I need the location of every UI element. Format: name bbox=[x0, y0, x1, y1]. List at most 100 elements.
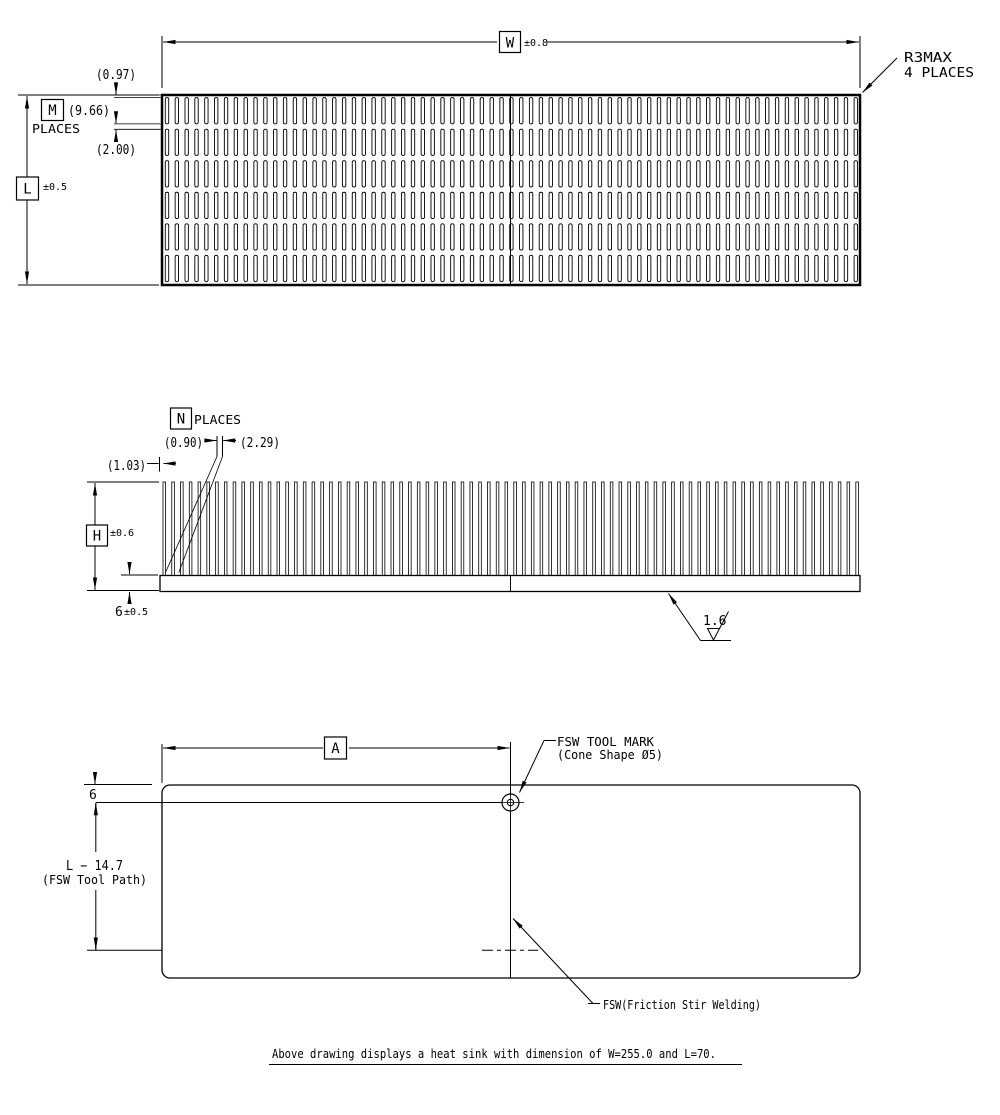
slot bbox=[233, 160, 239, 188]
l-label-box bbox=[15, 176, 40, 201]
fin bbox=[162, 481, 166, 576]
fin bbox=[171, 481, 175, 576]
slot bbox=[184, 254, 189, 283]
slot bbox=[381, 223, 386, 251]
slot bbox=[292, 254, 298, 283]
slot bbox=[312, 128, 317, 156]
slot bbox=[843, 128, 849, 156]
slot bbox=[706, 254, 711, 283]
slot bbox=[597, 191, 603, 219]
slot bbox=[273, 97, 278, 125]
slot bbox=[223, 223, 229, 251]
slot bbox=[401, 191, 406, 219]
slot bbox=[676, 191, 681, 219]
slot bbox=[755, 223, 760, 251]
slot bbox=[263, 97, 268, 125]
slot bbox=[479, 191, 485, 219]
slot bbox=[833, 160, 839, 188]
slot bbox=[686, 160, 691, 188]
slot bbox=[843, 160, 849, 188]
slot bbox=[184, 97, 189, 125]
slot bbox=[853, 97, 858, 125]
slot bbox=[804, 160, 809, 188]
slot bbox=[194, 223, 199, 251]
fin bbox=[452, 481, 456, 576]
slot bbox=[469, 223, 475, 251]
slot bbox=[460, 254, 465, 283]
fin bbox=[188, 481, 193, 576]
slot bbox=[233, 254, 239, 283]
fin bbox=[294, 481, 298, 576]
slot bbox=[804, 97, 809, 125]
fin bbox=[758, 481, 763, 576]
slot bbox=[420, 254, 425, 283]
slot bbox=[450, 160, 455, 188]
slot bbox=[715, 223, 721, 251]
slot bbox=[253, 191, 258, 219]
slot bbox=[332, 128, 337, 156]
r3max-leader bbox=[862, 57, 898, 93]
slot-gap-ref: (2.00) bbox=[96, 143, 136, 158]
fin bbox=[504, 481, 509, 576]
fin bbox=[548, 481, 552, 576]
slot bbox=[519, 191, 524, 219]
slot bbox=[637, 254, 642, 283]
a-label-box bbox=[323, 736, 348, 760]
slot bbox=[361, 160, 366, 188]
fin bbox=[329, 481, 333, 576]
slot bbox=[460, 97, 465, 125]
slot bbox=[223, 128, 229, 156]
fin bbox=[337, 481, 342, 576]
slot bbox=[824, 160, 829, 188]
slot bbox=[214, 97, 219, 125]
slot bbox=[617, 160, 622, 188]
slot bbox=[774, 128, 780, 156]
slot bbox=[765, 160, 770, 188]
slot bbox=[833, 128, 839, 156]
slot bbox=[204, 97, 209, 125]
slot bbox=[460, 223, 465, 251]
slot bbox=[440, 191, 445, 219]
slot bbox=[578, 254, 583, 283]
slot bbox=[273, 223, 278, 251]
slot bbox=[469, 191, 475, 219]
slot bbox=[233, 191, 239, 219]
slot bbox=[341, 191, 347, 219]
slot bbox=[637, 191, 642, 219]
slot bbox=[312, 191, 317, 219]
slot bbox=[410, 191, 416, 219]
fin bbox=[223, 481, 228, 576]
slot bbox=[597, 160, 603, 188]
fin bbox=[566, 481, 570, 576]
fin bbox=[478, 481, 482, 576]
slot bbox=[706, 160, 711, 188]
slot bbox=[666, 160, 671, 188]
slot bbox=[273, 160, 278, 188]
slot bbox=[578, 128, 583, 156]
slot bbox=[489, 223, 494, 251]
slot bbox=[322, 191, 327, 219]
fin bbox=[601, 481, 605, 576]
n-places-word: PLACES bbox=[194, 412, 241, 427]
fin bbox=[373, 481, 377, 576]
slot bbox=[341, 97, 347, 125]
finish-leader bbox=[668, 593, 701, 641]
slot bbox=[666, 97, 671, 125]
slot bbox=[381, 97, 386, 125]
slot bbox=[410, 254, 416, 283]
slot bbox=[351, 191, 357, 219]
slot bbox=[765, 97, 770, 125]
slot bbox=[282, 160, 288, 188]
slot bbox=[292, 191, 298, 219]
slot bbox=[361, 223, 366, 251]
slot bbox=[302, 223, 307, 251]
slot bbox=[420, 223, 425, 251]
fin bbox=[846, 481, 851, 576]
fin bbox=[715, 481, 719, 576]
fin bbox=[302, 481, 307, 576]
slot bbox=[499, 160, 504, 188]
slot bbox=[401, 97, 406, 125]
r3max-note-line2: 4 PLACES bbox=[904, 66, 974, 81]
slot bbox=[204, 191, 209, 219]
slot bbox=[351, 254, 357, 283]
